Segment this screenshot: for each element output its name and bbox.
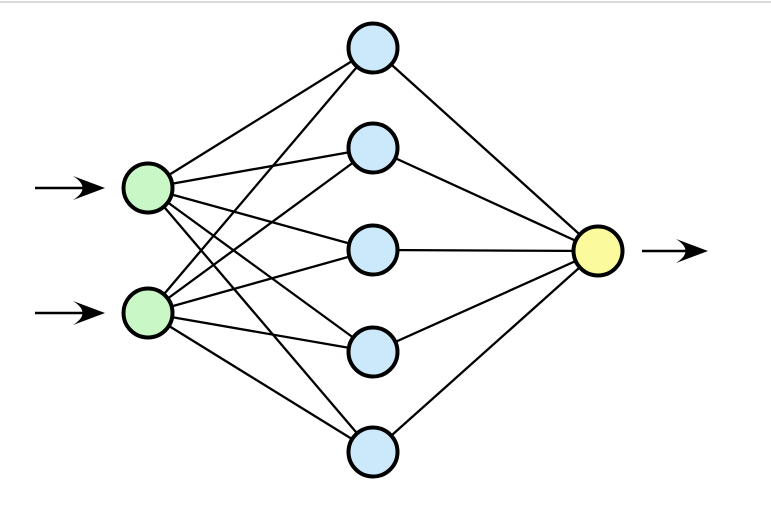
hidden-node-5	[346, 425, 400, 479]
edge-hidden-node-1-to-output-node-1	[372, 47, 599, 252]
edge-input-node-2-to-hidden-node-4	[147, 311, 374, 354]
edge-hidden-node-5-to-output-node-1	[372, 250, 599, 453]
hidden-node-4	[346, 325, 400, 379]
edge-input-node-2-to-hidden-node-1	[147, 47, 374, 314]
input-node-2	[121, 286, 175, 340]
edge-input-node-2-to-hidden-node-3	[147, 248, 374, 315]
edge-input-node-1-to-hidden-node-5	[147, 187, 374, 453]
hidden-node-2	[346, 121, 400, 175]
edge-input-node-1-to-hidden-node-4	[147, 187, 374, 353]
edge-input-node-1-to-hidden-node-3	[147, 186, 374, 252]
output-arrow-head	[676, 239, 708, 263]
input-arrow-1-head	[73, 176, 105, 200]
edge-input-node-2-to-hidden-node-2	[147, 147, 374, 314]
edge-hidden-node-3-to-output-node-1	[372, 248, 599, 253]
edge-input-node-2-to-hidden-node-5	[147, 312, 374, 453]
input-node-1	[121, 161, 175, 215]
output-node-1	[571, 224, 625, 278]
input-arrow-2-head	[73, 301, 105, 325]
edge-hidden-node-4-to-output-node-1	[372, 249, 599, 354]
edge-input-node-1-to-hidden-node-2	[147, 146, 374, 190]
hidden-node-3	[346, 223, 400, 277]
edge-input-node-1-to-hidden-node-1	[147, 47, 374, 189]
hidden-node-1	[346, 21, 400, 75]
edge-hidden-node-2-to-output-node-1	[372, 146, 599, 253]
